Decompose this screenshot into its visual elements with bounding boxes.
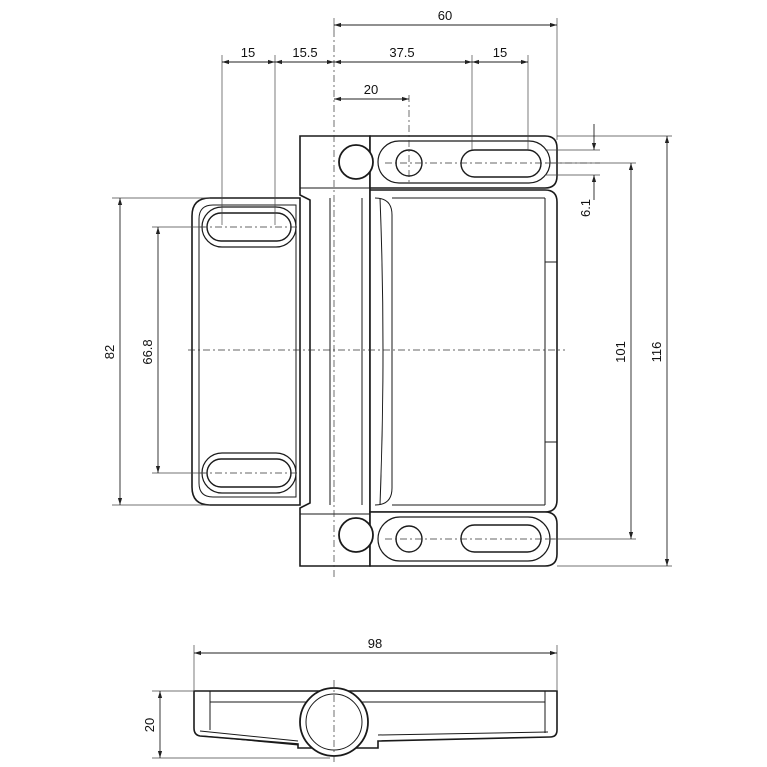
dim-right-inner: 101 [613,341,628,363]
dimension-lines [112,18,672,567]
dimension-labels: 60 15 15.5 37.5 15 20 6.1 101 116 82 66.… [102,8,664,365]
dim-left-outer: 82 [102,345,117,359]
dim-top-right: 15 [493,45,507,60]
bottom-long-slot [460,524,542,553]
hinge-knuckle [299,135,371,567]
dim-top-left-b: 15.5 [292,45,317,60]
bottom-hinge-pin [338,517,374,553]
side-view: 98 20 [142,636,558,765]
dim-right-small: 6.1 [578,199,593,217]
dim-top-total: 60 [438,8,452,23]
right-wing-recess [374,197,393,506]
dim-top-left-a: 15 [241,45,255,60]
dim-top-mid: 37.5 [389,45,414,60]
top-long-slot [460,149,542,178]
dim-bottom-width: 98 [368,636,382,651]
front-view [188,30,600,580]
dim-right-outer: 116 [649,342,664,363]
right-wing-body [369,189,558,513]
dim-left-inner: 66.8 [140,339,155,364]
dim-top-hole: 20 [364,82,378,97]
side-body [193,690,558,749]
dim-side-height: 20 [142,718,157,732]
left-wing-inner-edge [198,204,297,498]
top-hinge-pin [338,144,374,180]
